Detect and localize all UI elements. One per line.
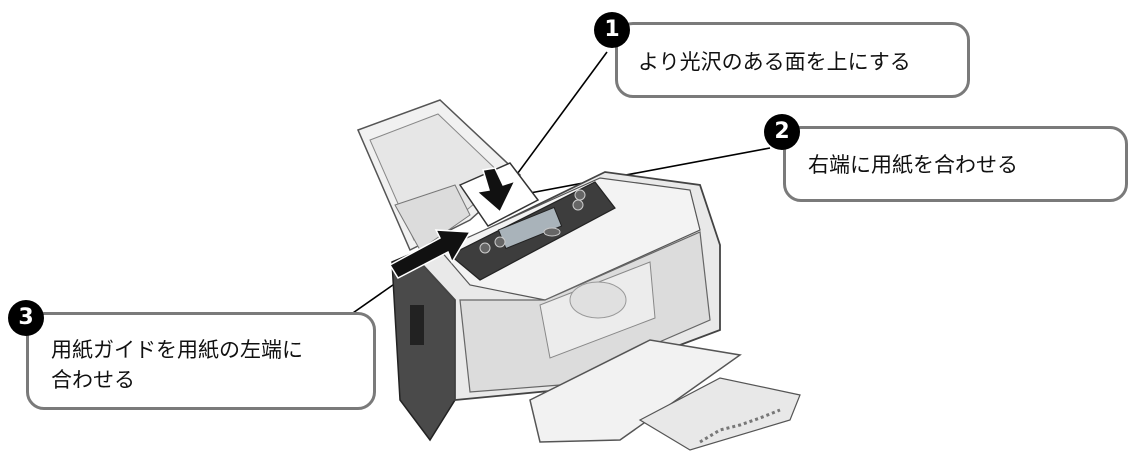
callout-2: 右端に用紙を合わせる xyxy=(783,126,1128,202)
callout-1-badge: 1 xyxy=(594,12,630,48)
callout-2-badge: 2 xyxy=(764,114,800,150)
callout-2-text: 右端に用紙を合わせる xyxy=(808,150,1018,180)
callout-3: 用紙ガイドを用紙の左端に 合わせる xyxy=(26,312,376,410)
callout-3-text: 用紙ガイドを用紙の左端に 合わせる xyxy=(51,335,303,395)
callout-1-text: より光沢のある面を上にする xyxy=(638,47,911,77)
callout-1: より光沢のある面を上にする xyxy=(615,22,970,98)
callout-3-badge: 3 xyxy=(8,300,44,336)
